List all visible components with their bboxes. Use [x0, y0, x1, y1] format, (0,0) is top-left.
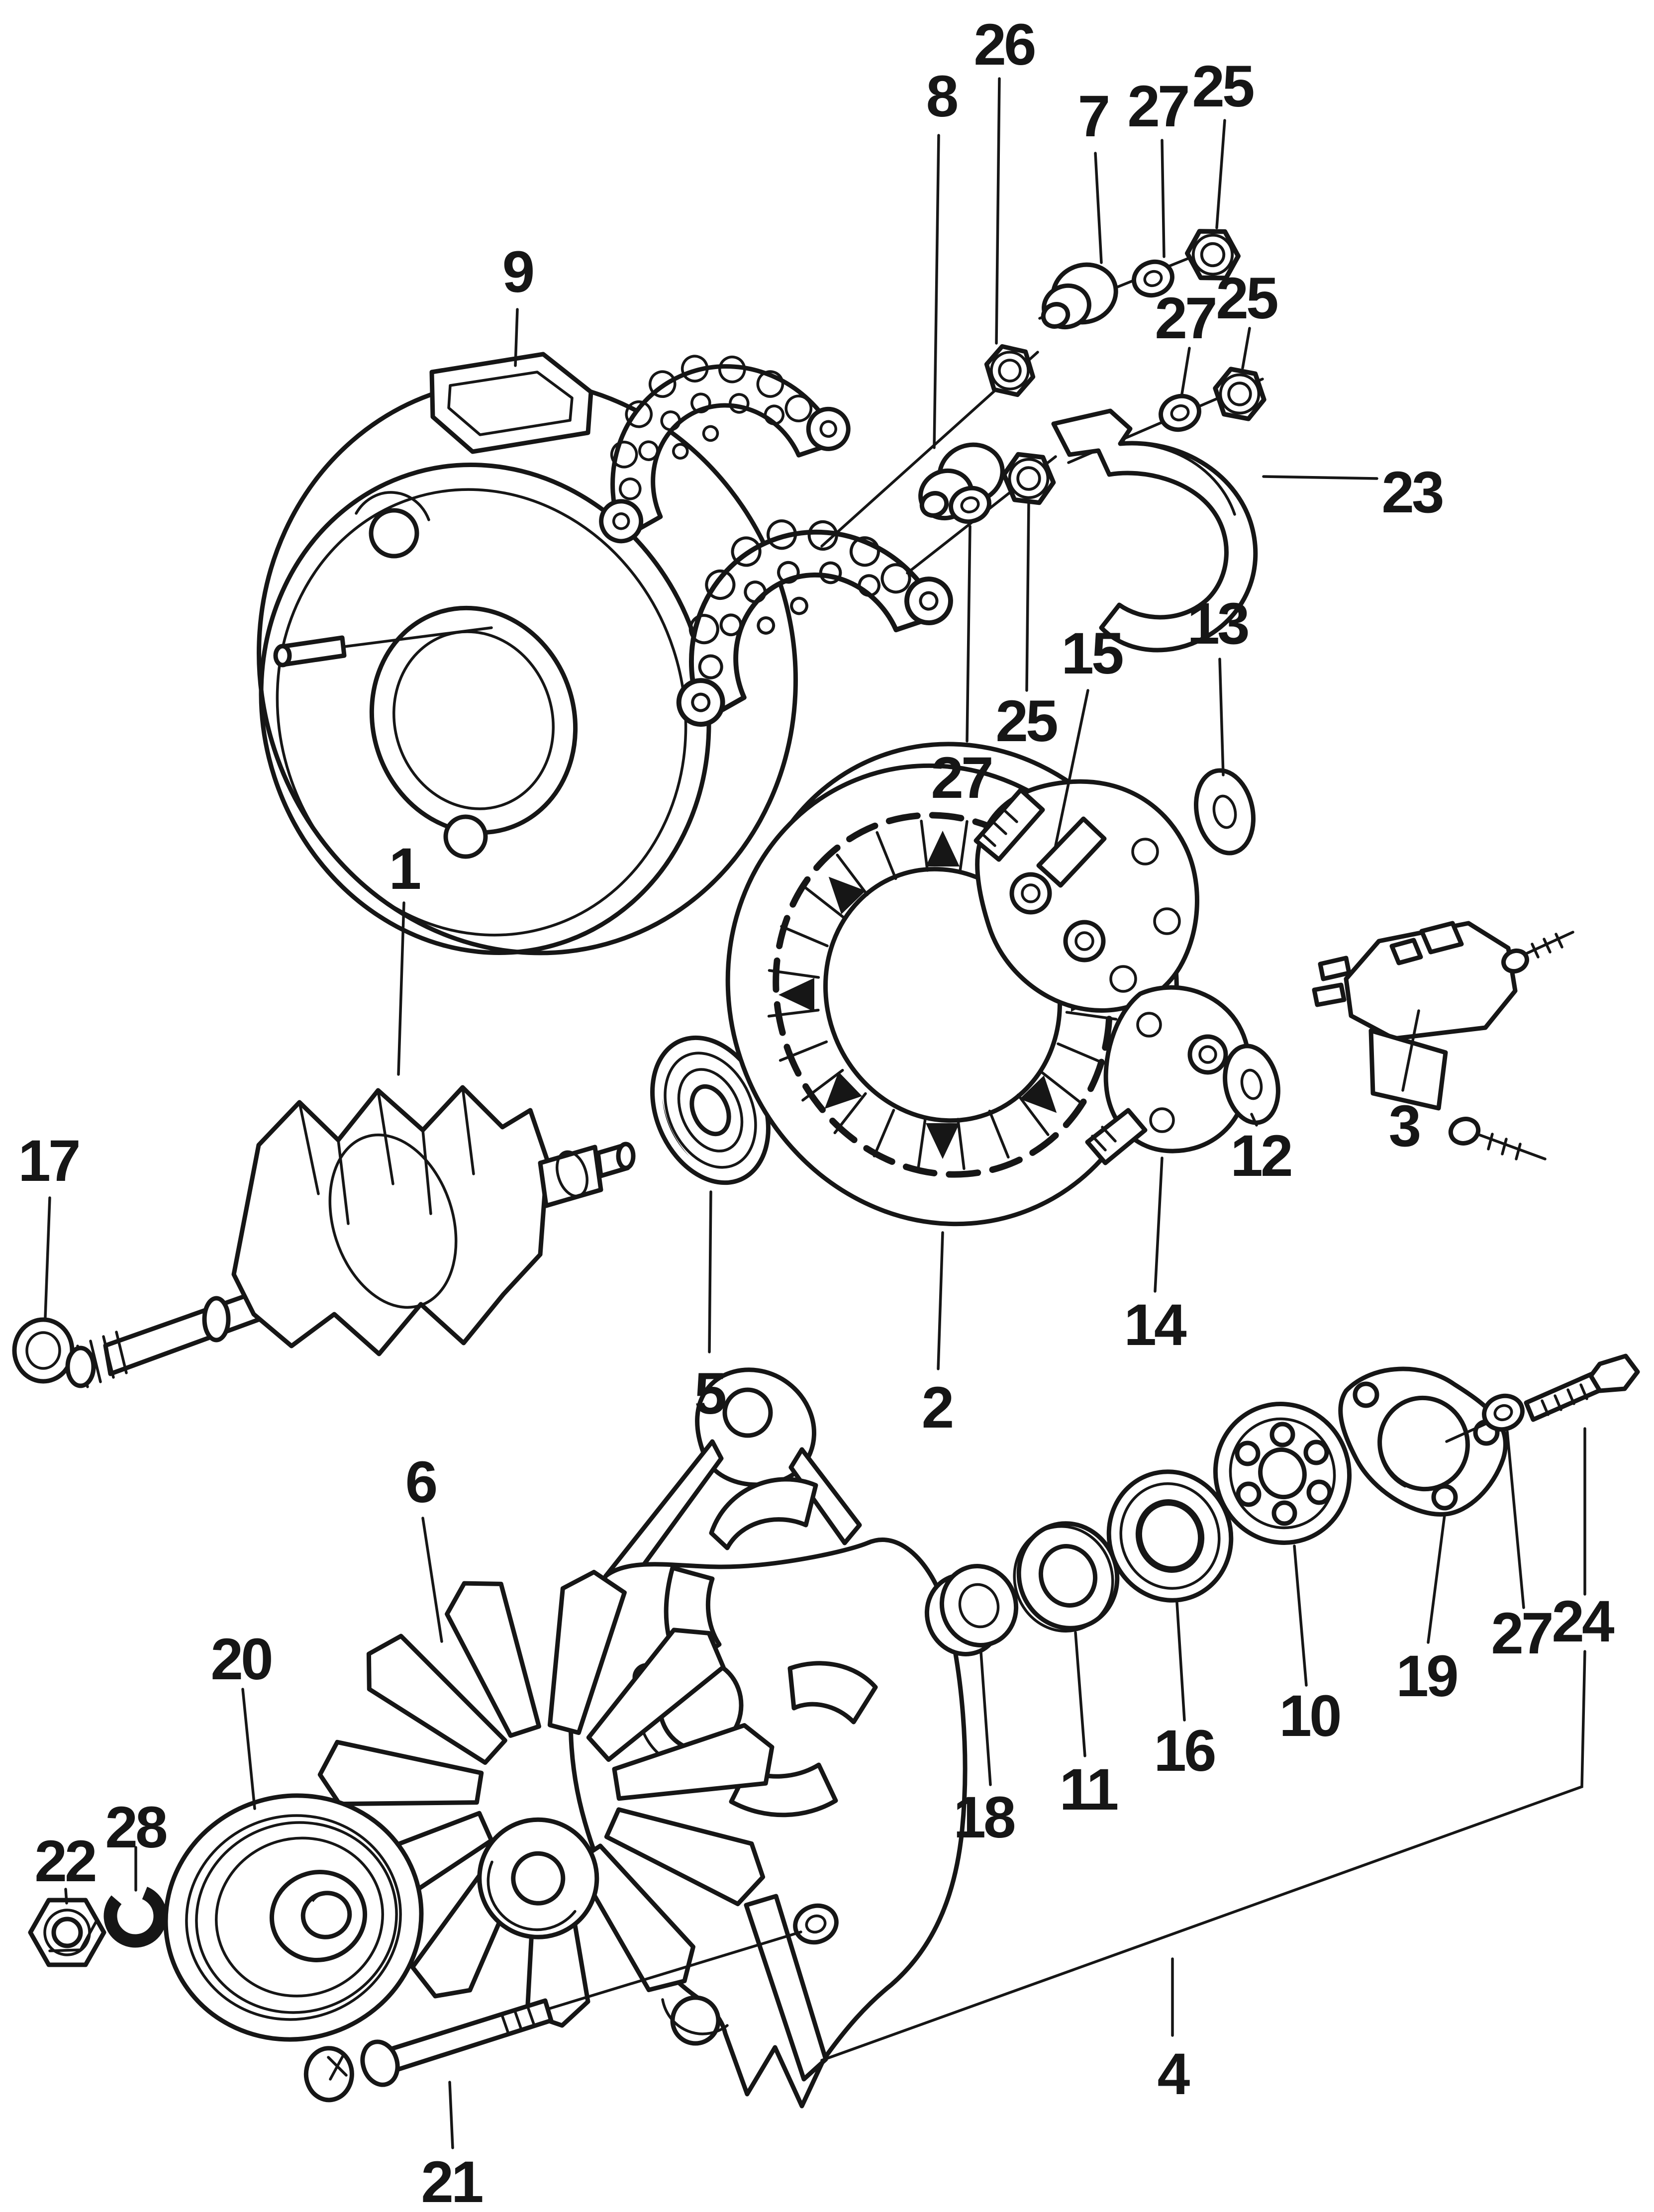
leader-spacer-collar [979, 1651, 992, 1786]
rotor-drawing [65, 1085, 636, 1388]
leader-negative-diode-plate [1154, 1156, 1164, 1293]
leader-stator [937, 1231, 944, 1370]
callout-number-front-bearing: 10 [1279, 1683, 1340, 1749]
callout-number-spring-washer: 27 [1155, 286, 1215, 351]
callout-number-spring-washer: 27 [1491, 1601, 1552, 1666]
cooling-fan-drawing [259, 1507, 840, 2086]
nut-26-drawing [983, 345, 1037, 396]
callout-number-spring-washer: 27 [931, 745, 991, 811]
felt-seal-ring-drawing [1106, 1469, 1234, 1603]
plain-washer-drawing [1013, 1521, 1120, 1633]
pulley-nut-drawing [28, 1898, 106, 1967]
pulley-drawing [163, 1793, 424, 2042]
callout-number-insulator-washer: 13 [1187, 591, 1248, 657]
callout-number-nut: 25 [995, 688, 1057, 754]
nut-25c-drawing [1003, 454, 1054, 503]
callout-number-mounting-bolt: 24 [1552, 1589, 1614, 1654]
callout-number-rear-end-cover: 9 [502, 239, 533, 305]
callout-number-pulley: 20 [210, 1627, 271, 1692]
callout-number-rotor: 1 [389, 836, 420, 902]
insulator-bushing-drawing [1041, 262, 1118, 330]
leader-felt-seal-ring [1175, 1601, 1186, 1722]
leader-brush-holder [1401, 1009, 1420, 1092]
callout-number-brush-holder: 3 [1389, 1093, 1420, 1159]
leader-plain-washer [1074, 1631, 1086, 1757]
front-bearing-drawing [1213, 1402, 1352, 1545]
leader-positive-diode-plate [1054, 689, 1089, 847]
leader-bearing-retainer-plate [1427, 1514, 1446, 1644]
leader-rear-end-cover [514, 308, 519, 367]
terminal-bolt-spacer-drawing [918, 442, 1005, 521]
leader-pulley [241, 1688, 256, 1810]
leader-nut [1241, 327, 1251, 370]
leader-wire-clamp-strap [1262, 475, 1378, 480]
leader-rotor [397, 901, 405, 1076]
callout-number-stator: 2 [922, 1375, 952, 1441]
leader-spring-washer [1506, 1430, 1525, 1609]
leader-spring-washer [1161, 139, 1166, 258]
callout-number-nut: 25 [1192, 54, 1254, 119]
callout-number-plain-washer: 11 [1060, 1757, 1118, 1823]
callout-number-terminal-bolt-spacer: 8 [926, 64, 957, 129]
callout-number-positive-diode-plate: 15 [1061, 621, 1123, 686]
callout-number-bearing-retainer-plate: 19 [1396, 1643, 1457, 1709]
nut-25b-drawing [1212, 368, 1266, 420]
callout-number-felt-seal-ring: 16 [1154, 1718, 1215, 1784]
leader-nut [1025, 502, 1030, 692]
callout-number-shaft-collar: 17 [18, 1128, 79, 1194]
washer-27b-drawing [1157, 391, 1204, 435]
spring-lock-washer-drawing [103, 1884, 167, 1948]
callout-number-nut: 25 [1216, 266, 1277, 331]
mounting-bolt-drawing [1524, 1353, 1640, 1422]
callout-number-insulator-bushing: 7 [1078, 84, 1108, 149]
spacer-collar-drawing [924, 1564, 1019, 1656]
callout-number-wire-clamp-strap: 23 [1381, 460, 1443, 525]
through-bolt-drawing [303, 1930, 802, 2103]
leader-front-bearing [1293, 1544, 1308, 1687]
callout-number-cooling-fan: 6 [405, 1449, 436, 1515]
leader-insulator-washer [1250, 1113, 1258, 1127]
leader-terminal-bolt-spacer [933, 134, 940, 449]
negative-diode-plate-drawing [1085, 985, 1252, 1165]
leader-nut [995, 77, 1001, 345]
callout-number-pulley-nut: 22 [34, 1828, 95, 1894]
callout-number-spring-washer: 27 [1127, 74, 1188, 139]
leader-insulator-washer [1218, 658, 1225, 776]
wire-clamp-strap-drawing [1051, 408, 1258, 653]
bearing-retainer-plate-drawing [1338, 1366, 1508, 1517]
callout-number-negative-diode-plate: 14 [1124, 1292, 1186, 1358]
leader-rotor-bearing [708, 1190, 712, 1353]
leader-insulator-bushing [1094, 152, 1103, 264]
brush-holder-drawing [1312, 921, 1574, 1160]
callout-number-front-end-bracket: 4 [1158, 2041, 1190, 2107]
leader-spring-washer [966, 525, 972, 743]
callout-number-rotor-bearing: 5 [694, 1361, 726, 1427]
insulator-washer-13-drawing [1194, 768, 1256, 856]
callout-number-through-bolt: 21 [421, 2149, 483, 2212]
leader-pulley-nut [64, 1888, 68, 1905]
rear-end-cover-drawing [257, 352, 798, 956]
leader-through-bolt [448, 2081, 454, 2149]
leader-cooling-fan [421, 1517, 443, 1643]
leader-spring-washer [1180, 347, 1191, 395]
callout-number-nut: 26 [973, 12, 1035, 78]
insulator-washer-12-drawing [1223, 1044, 1280, 1125]
callout-number-spring-lock-washer: 28 [105, 1795, 166, 1860]
positive-diode-plate-drawing [973, 779, 1199, 1013]
leader-shaft-collar [44, 1196, 51, 1319]
callout-number-insulator-washer: 12 [1230, 1123, 1291, 1189]
leader-nut [1215, 119, 1226, 229]
leader-front-end-bracket [820, 1650, 1586, 2062]
callout-number-spacer-collar: 18 [953, 1785, 1014, 1850]
shaft-collar-drawing [12, 1317, 75, 1384]
